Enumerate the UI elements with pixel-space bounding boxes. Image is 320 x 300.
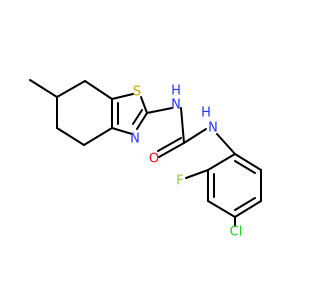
bond-carbonyl-o-inner — [157, 137, 182, 152]
bond-carbonyl-nh — [183, 128, 207, 144]
atom-nh-1-n: N — [171, 98, 181, 113]
bond-ring-c7-c7a — [84, 80, 113, 100]
bond-ring-c4-c3a — [83, 127, 113, 146]
bond-aryl-4-5-inner — [234, 197, 256, 211]
bond-aryl-3-4 — [207, 200, 236, 218]
bond-aryl-6-1-inner — [234, 160, 256, 174]
bond-set — [29, 79, 262, 227]
bond-c2-nh — [146, 107, 173, 114]
atom-nh-2-h: H — [201, 106, 211, 121]
bond-c3a-n — [111, 127, 133, 135]
atom-labels: S N H N O H N F Cl — [130, 84, 242, 240]
bond-carbonyl-o — [158, 142, 185, 158]
atom-s: S — [133, 85, 141, 100]
bond-nh-aryl — [216, 133, 236, 155]
bond-c7a-s — [111, 93, 134, 100]
bond-nh-carbonyl — [180, 107, 185, 144]
bond-aryl-4-5 — [234, 200, 262, 218]
atom-n-ring: N — [130, 132, 140, 147]
bond-ring-c5-c4 — [56, 127, 85, 146]
bond-methyl — [29, 79, 58, 98]
atom-cl: Cl — [230, 225, 243, 240]
bond-aryl-f — [185, 169, 209, 179]
atom-f: F — [176, 174, 183, 189]
molecule-structure: S N H N O H N F Cl — [29, 79, 262, 240]
bond-aryl-6-1 — [234, 153, 262, 171]
bond-n-c2 — [136, 112, 148, 130]
atom-o: O — [149, 152, 159, 167]
bond-s-c2 — [140, 96, 148, 114]
bond-aryl-1-2 — [207, 153, 236, 171]
bond-n-c2-inner — [132, 109, 143, 125]
atom-nh-2-n: N — [208, 121, 218, 136]
bond-ring-c6-c7 — [56, 80, 86, 98]
atom-nh-1-h: H — [171, 84, 181, 99]
